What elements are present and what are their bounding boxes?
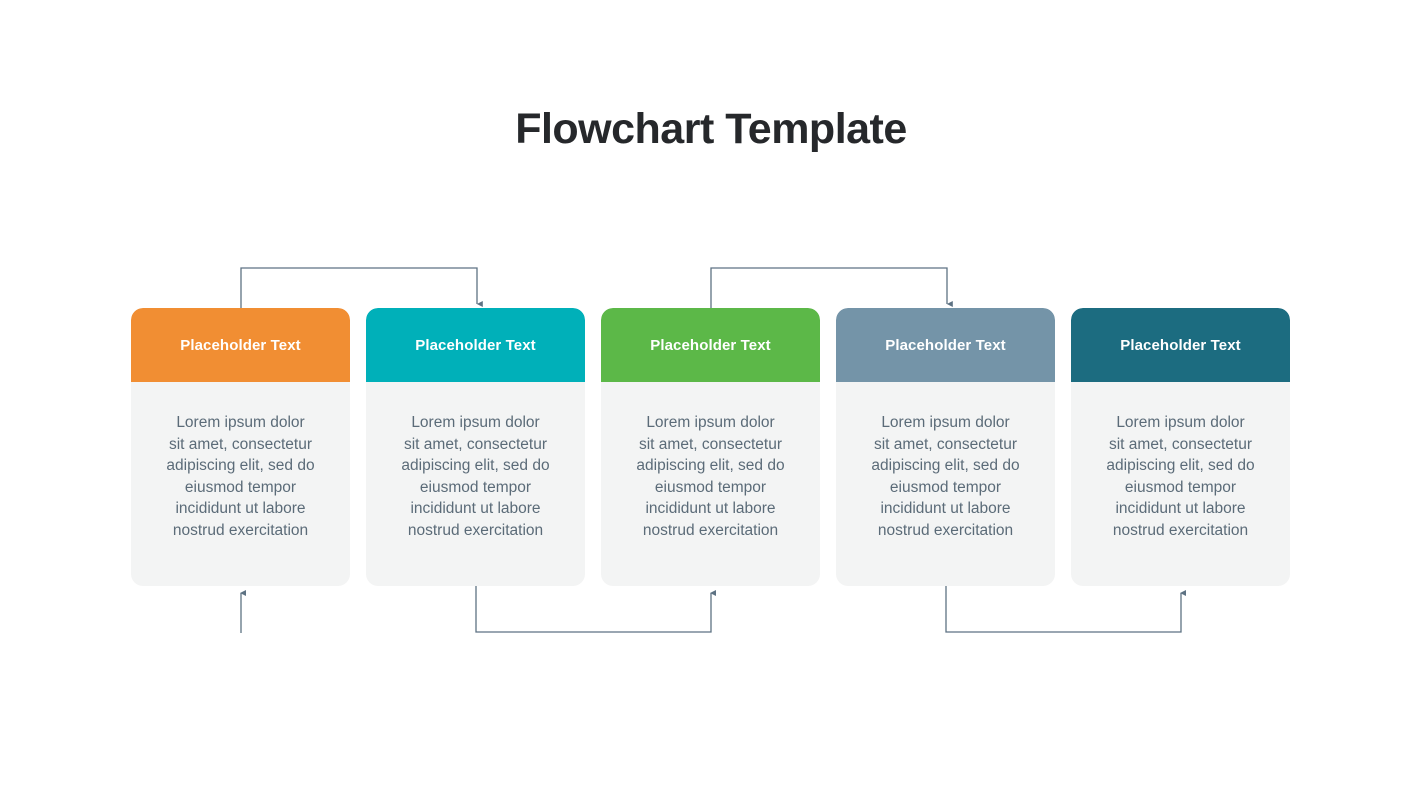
card-1-header: Placeholder Text xyxy=(131,308,350,382)
card-5-header-label: Placeholder Text xyxy=(1120,336,1241,354)
card-4-header: Placeholder Text xyxy=(836,308,1055,382)
card-1-header-label: Placeholder Text xyxy=(180,336,301,354)
card-2-body: Lorem ipsum dolor sit amet, consectetur … xyxy=(366,382,585,586)
card-1-body-text: Lorem ipsum dolor sit amet, consectetur … xyxy=(166,414,315,539)
flowchart-card-2[interactable]: Placeholder Text Lorem ipsum dolor sit a… xyxy=(366,308,585,586)
flowchart-card-1[interactable]: Placeholder Text Lorem ipsum dolor sit a… xyxy=(131,308,350,586)
flowchart-card-3[interactable]: Placeholder Text Lorem ipsum dolor sit a… xyxy=(601,308,820,586)
card-5-body: Lorem ipsum dolor sit amet, consectetur … xyxy=(1071,382,1290,586)
card-3-header: Placeholder Text xyxy=(601,308,820,382)
card-3-header-label: Placeholder Text xyxy=(650,336,771,354)
connector-card-2-to-card-3 xyxy=(475,586,716,633)
card-5-body-text: Lorem ipsum dolor sit amet, consectetur … xyxy=(1106,414,1255,539)
flowchart-card-4[interactable]: Placeholder Text Lorem ipsum dolor sit a… xyxy=(836,308,1055,586)
card-3-body: Lorem ipsum dolor sit amet, consectetur … xyxy=(601,382,820,586)
card-4-body: Lorem ipsum dolor sit amet, consectetur … xyxy=(836,382,1055,586)
card-2-body-text: Lorem ipsum dolor sit amet, consectetur … xyxy=(401,414,550,539)
page-title: Flowchart Template xyxy=(515,105,907,153)
flowchart-card-5[interactable]: Placeholder Text Lorem ipsum dolor sit a… xyxy=(1071,308,1290,586)
connector-card-1-to-card-2 xyxy=(240,267,483,308)
card-4-header-label: Placeholder Text xyxy=(885,336,1006,354)
flowchart-card-row: Placeholder Text Lorem ipsum dolor sit a… xyxy=(131,308,1291,586)
card-1-body: Lorem ipsum dolor sit amet, consectetur … xyxy=(131,382,350,586)
card-4-body-text: Lorem ipsum dolor sit amet, consectetur … xyxy=(871,414,1020,539)
card-2-header: Placeholder Text xyxy=(366,308,585,382)
card-5-header: Placeholder Text xyxy=(1071,308,1290,382)
card-3-body-text: Lorem ipsum dolor sit amet, consectetur … xyxy=(636,414,785,539)
connector-card-4-to-card-5 xyxy=(945,586,1186,633)
connector-card-3-to-card-4 xyxy=(710,267,953,308)
card-2-header-label: Placeholder Text xyxy=(415,336,536,354)
